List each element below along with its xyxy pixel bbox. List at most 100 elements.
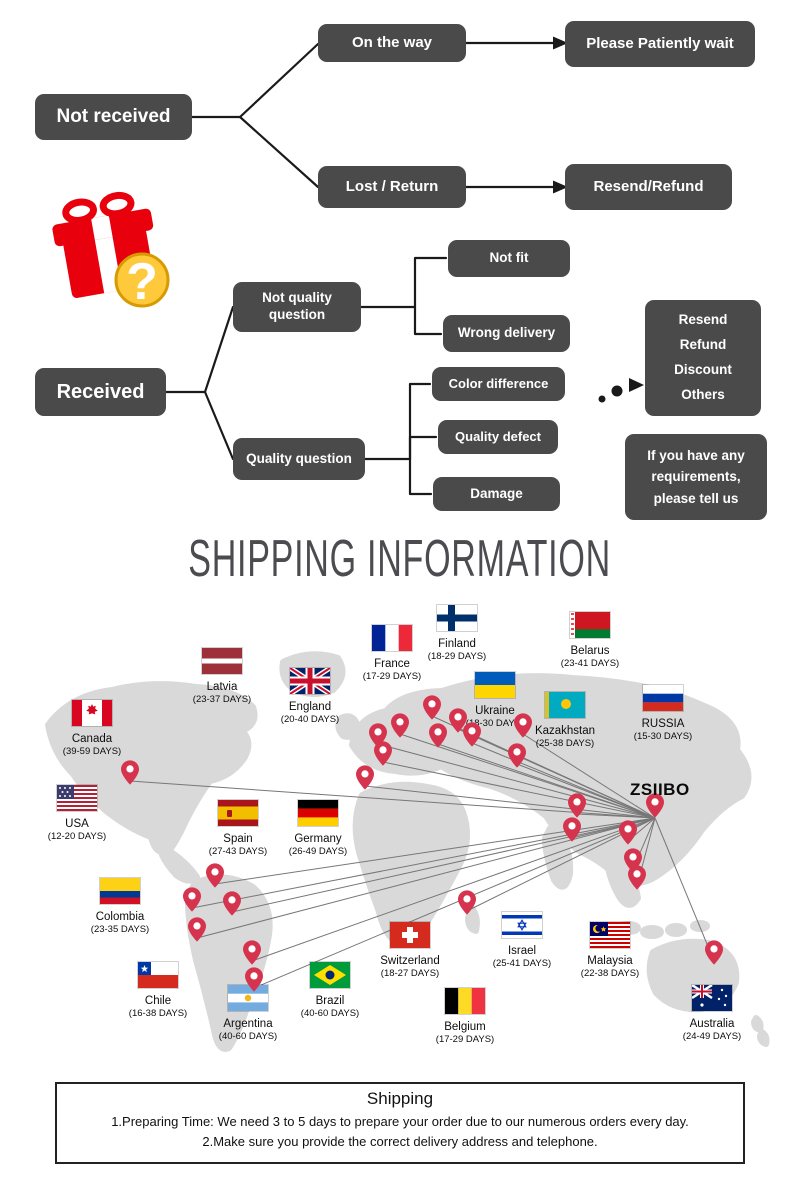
gift-box-icon: ? (38, 182, 188, 312)
route-line (457, 728, 656, 819)
route-line (253, 817, 656, 989)
country-name: Latvia (206, 680, 238, 693)
route-line (129, 780, 656, 819)
country-name: Belgium (444, 1020, 486, 1033)
route-line (382, 761, 656, 819)
canada-flag-icon (72, 700, 112, 726)
flow-box-not-received: Not received (35, 94, 192, 140)
israel-flag-icon (502, 912, 542, 938)
flow-label: Discount (674, 362, 732, 377)
flow-label: please tell us (653, 490, 739, 506)
country-colombia: Colombia(23-35 DAYS) (75, 878, 165, 936)
country-russia: RUSSIA(15-30 DAYS) (618, 685, 708, 743)
map-pin-icon (568, 793, 586, 818)
country-shipping-days: (27-43 DAYS) (208, 846, 268, 858)
country-ukraine: Ukraine(18-30 DAYS) (450, 672, 540, 730)
flow-box-lost-return: Lost / Return (318, 166, 466, 208)
country-name: Belarus (570, 644, 610, 657)
flow-label: If you have any (647, 447, 745, 463)
flow-box-quality-question: Quality question (233, 438, 365, 480)
country-australia: Australia(24-49 DAYS) (667, 985, 757, 1043)
country-brazil: Brazil(40-60 DAYS) (285, 962, 375, 1020)
flow-label: On the way (351, 33, 433, 51)
chile-flag-icon (138, 962, 178, 988)
russia-flag-icon (643, 685, 683, 711)
flow-label: Lost / Return (345, 177, 439, 195)
country-name: Kazakhstan (534, 724, 596, 737)
country-argentina: Argentina(40-60 DAYS) (203, 985, 293, 1043)
australia-flag-icon (692, 985, 732, 1011)
usa-flag-icon (57, 785, 97, 811)
flow-box-on-the-way: On the way (318, 24, 466, 62)
flow-label: Not received (56, 106, 171, 128)
route-line (231, 817, 656, 913)
map-pin-icon (374, 741, 392, 766)
country-france: France(17-29 DAYS) (347, 625, 437, 683)
map-pin-icon (458, 890, 476, 915)
route-line (437, 743, 656, 819)
flow-box-requirements: If you have any requirements, please tel… (625, 434, 767, 520)
country-name: Ukraine (475, 704, 515, 717)
flow-box-resend-refund: Resend/Refund (565, 164, 732, 210)
france-flag-icon (372, 625, 412, 651)
map-pin-icon (245, 967, 263, 992)
country-shipping-days: (25-41 DAYS) (492, 958, 552, 970)
map-pin-icon (563, 817, 581, 842)
country-name: France (374, 657, 410, 670)
shipping-note-box: Shipping 1.Preparing Time: We need 3 to … (55, 1082, 745, 1164)
argentina-flag-icon (228, 985, 268, 1011)
malaysia-flag-icon (590, 922, 630, 948)
route-line (654, 817, 715, 962)
belgium-flag-icon (445, 988, 485, 1014)
country-shipping-days: (16-38 DAYS) (128, 1008, 188, 1020)
map-pin-icon (243, 940, 261, 965)
country-name: Germany (294, 832, 342, 845)
germany-flag-icon (298, 800, 338, 826)
route-line (364, 785, 656, 819)
shipping-note-line: 1.Preparing Time: We need 3 to 5 days to… (111, 1114, 689, 1129)
country-latvia: Latvia(23-37 DAYS) (177, 648, 267, 706)
map-pin-icon (423, 695, 441, 720)
map-pin-icon (646, 793, 664, 818)
map-pin-icon (628, 865, 646, 890)
flow-label: requirements, (651, 469, 741, 485)
flow-label: Quality defect (455, 428, 541, 444)
kazakhstan-flag-icon (545, 692, 585, 718)
country-name: Finland (438, 637, 476, 650)
country-germany: Germany(26-49 DAYS) (273, 800, 363, 858)
country-shipping-days: (24-49 DAYS) (682, 1031, 742, 1043)
route-line (196, 817, 656, 939)
country-shipping-days: (18-27 DAYS) (380, 968, 440, 980)
country-shipping-days: (18-30 DAYS) (465, 718, 525, 730)
flow-label: Please Patiently wait (586, 34, 734, 52)
flow-box-color-difference: Color difference (432, 367, 565, 401)
route-line (214, 817, 656, 885)
country-shipping-days: (39-59 DAYS) (62, 746, 122, 758)
route-line (522, 733, 656, 819)
map-pin-icon (223, 891, 241, 916)
country-name: Argentina (223, 1017, 273, 1030)
country-name: England (288, 700, 332, 713)
svg-text:?: ? (126, 253, 158, 311)
map-pin-icon (121, 760, 139, 785)
ukraine-flag-icon (475, 672, 515, 698)
country-shipping-days: (40-60 DAYS) (218, 1031, 278, 1043)
shipping-information-title: SHIPPING INFORMATION (188, 528, 612, 588)
country-name: Chile (144, 994, 172, 1007)
route-line (471, 742, 656, 819)
country-name: Colombia (95, 910, 145, 923)
route-line (516, 763, 656, 819)
country-name: Brazil (315, 994, 345, 1007)
country-shipping-days: (25-38 DAYS) (535, 738, 595, 750)
map-pin-icon (188, 917, 206, 942)
flow-box-quality-defect: Quality defect (438, 420, 558, 454)
country-chile: Chile(16-38 DAYS) (113, 962, 203, 1020)
route-line (251, 817, 656, 962)
shipping-map: Canada(39-59 DAYS)Latvia(23-37 DAYS)Engl… (0, 590, 800, 1070)
flow-box-damage: Damage (433, 477, 560, 511)
country-shipping-days: (23-41 DAYS) (560, 658, 620, 670)
map-pin-icon (183, 887, 201, 912)
shipping-note-line: 2.Make sure you provide the correct deli… (202, 1134, 598, 1150)
country-name: Malaysia (587, 954, 633, 967)
